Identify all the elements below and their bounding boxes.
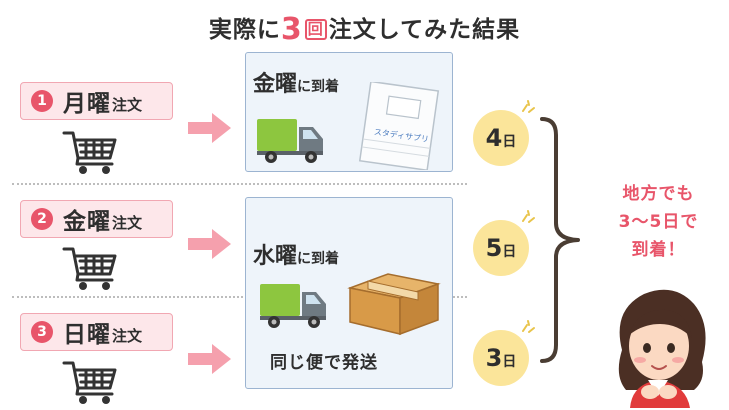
result-unit: 日 [502,354,517,370]
summary-line-3: 到着！ [631,240,686,260]
title-prefix: 実際に [208,17,281,43]
result-unit: 日 [502,134,517,150]
mail-envelope-icon: スタディサプリ [358,82,440,170]
arrival-day: 金曜 [253,72,298,97]
cardboard-box-icon [347,273,441,336]
result-number: 4 [485,124,503,152]
order-label-1: 1 月曜 注文 [20,82,173,120]
summary-callout: 地方でも 3〜5日で 到着！ [596,180,721,264]
arrival-label: 水曜に到着 [253,238,339,270]
result-number: 3 [485,344,503,372]
arrival-suffix: に到着 [297,251,340,267]
row-divider [12,183,467,185]
arrival-day: 水曜 [253,244,298,269]
delivery-truck-icon [260,284,326,328]
order-suffix: 注文 [112,326,143,345]
order-label-3: 3 日曜 注文 [20,313,173,351]
curly-bracket [540,117,580,363]
shopping-cart-icon [62,131,117,174]
order-number-badge: 1 [31,90,53,112]
shopping-cart-icon [62,361,117,404]
order-day: 金曜 [63,209,111,235]
arrival-suffix: に到着 [297,79,340,95]
shopping-cart-icon [62,247,117,290]
order-label-2: 2 金曜 注文 [20,200,173,238]
order-number-badge: 3 [31,321,53,343]
delivery-truck-icon [257,119,323,163]
order-day: 日曜 [63,322,111,348]
row-divider [12,296,467,298]
woman-illustration [618,289,706,408]
order-suffix: 注文 [112,213,143,232]
result-number: 5 [485,234,503,262]
sparkle-icon [522,320,535,333]
same-shipment-note: 同じ便で発送 [270,353,378,373]
result-unit: 日 [502,244,517,260]
order-day: 月曜 [63,91,111,117]
right-arrow-icon [188,344,231,374]
order-number-badge: 2 [31,208,53,230]
title-suffix: 注文してみた結果 [328,17,521,43]
sparkle-icon [522,210,535,223]
order-suffix: 注文 [112,95,143,114]
title-number: 3 [280,12,303,47]
summary-line-1: 地方でも [622,184,695,204]
right-arrow-icon [188,229,231,259]
arrival-label: 金曜に到着 [253,66,339,98]
summary-line-2: 3〜5日で [618,212,699,232]
title-kai: 回 [304,19,327,40]
right-arrow-icon [188,113,231,143]
sparkle-icon [522,100,535,113]
